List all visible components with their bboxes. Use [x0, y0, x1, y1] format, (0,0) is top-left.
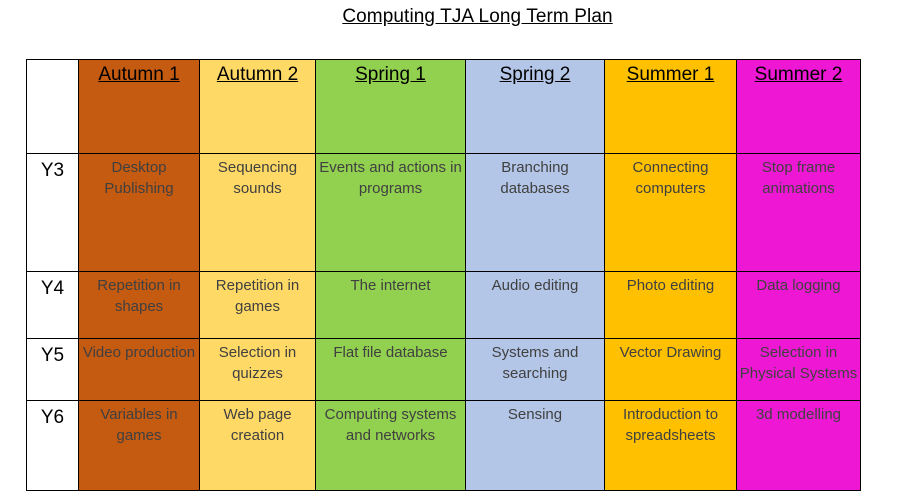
term-header-summer-1: Summer 1: [604, 59, 737, 154]
topic-cell: Branching databases: [465, 153, 605, 272]
topic-cell: Sequencing sounds: [199, 153, 316, 272]
topic-cell: Computing systems and networks: [315, 400, 466, 491]
term-header-spring-2: Spring 2: [465, 59, 605, 154]
table-row-y4: Y4 Repetition in shapes Repetition in ga…: [26, 271, 861, 339]
table-row-y3: Y3 Desktop Publishing Sequencing sounds …: [26, 153, 861, 272]
topic-cell: Repetition in games: [199, 271, 316, 339]
table-row-y6: Y6 Variables in games Web page creation …: [26, 400, 861, 491]
year-label: Y5: [26, 338, 79, 401]
topic-cell: Sensing: [465, 400, 605, 491]
page-title: Computing TJA Long Term Plan: [342, 6, 613, 27]
term-header-autumn-2: Autumn 2: [199, 59, 316, 154]
topic-cell: Connecting computers: [604, 153, 737, 272]
topic-cell: Selection in Physical Systems: [736, 338, 861, 401]
topic-cell: Selection in quizzes: [199, 338, 316, 401]
topic-cell: Web page creation: [199, 400, 316, 491]
term-header-autumn-1: Autumn 1: [78, 59, 200, 154]
topic-cell: The internet: [315, 271, 466, 339]
header-row: Autumn 1 Autumn 2 Spring 1 Spring 2 Summ…: [26, 59, 861, 154]
year-label: Y6: [26, 400, 79, 491]
term-header-spring-1: Spring 1: [315, 59, 466, 154]
topic-cell: Data logging: [736, 271, 861, 339]
topic-cell: Video production: [78, 338, 200, 401]
corner-cell: [26, 59, 79, 154]
topic-cell: 3d modelling: [736, 400, 861, 491]
topic-cell: Systems and searching: [465, 338, 605, 401]
long-term-plan-table: Autumn 1 Autumn 2 Spring 1 Spring 2 Summ…: [26, 59, 861, 491]
topic-cell: Audio editing: [465, 271, 605, 339]
year-label: Y3: [26, 153, 79, 272]
year-label: Y4: [26, 271, 79, 339]
topic-cell: Desktop Publishing: [78, 153, 200, 272]
topic-cell: Repetition in shapes: [78, 271, 200, 339]
table-row-y5: Y5 Video production Selection in quizzes…: [26, 338, 861, 401]
topic-cell: Photo editing: [604, 271, 737, 339]
topic-cell: Stop frame animations: [736, 153, 861, 272]
topic-cell: Variables in games: [78, 400, 200, 491]
topic-cell: Introduction to spreadsheets: [604, 400, 737, 491]
term-header-summer-2: Summer 2: [736, 59, 861, 154]
topic-cell: Flat file database: [315, 338, 466, 401]
topic-cell: Events and actions in programs: [315, 153, 466, 272]
topic-cell: Vector Drawing: [604, 338, 737, 401]
